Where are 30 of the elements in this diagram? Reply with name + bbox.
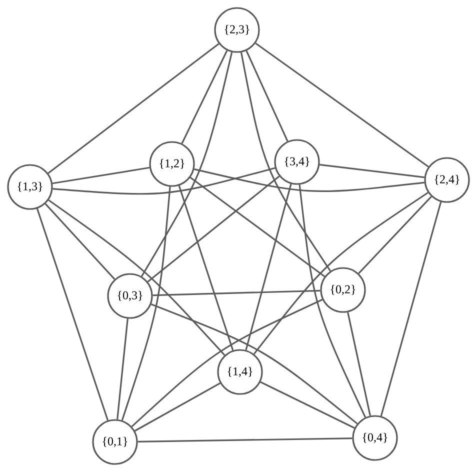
edge-line — [147, 176, 280, 282]
edge-line — [152, 290, 320, 296]
edge-line — [36, 208, 109, 421]
edge-line — [52, 167, 276, 195]
edge-line — [194, 168, 424, 192]
edge-line — [253, 192, 428, 355]
edge-line — [48, 200, 226, 356]
edge-line — [116, 318, 128, 420]
edge-line — [260, 381, 355, 429]
edge-line — [134, 382, 220, 432]
edge-line — [190, 176, 326, 278]
edge-line — [240, 52, 332, 272]
edge-line — [255, 42, 429, 168]
edge-line — [178, 185, 234, 351]
edge-line — [358, 196, 432, 274]
edge-line — [131, 298, 323, 428]
edge-line — [181, 50, 228, 144]
edge-line — [347, 312, 371, 416]
edge-line — [44, 203, 116, 280]
edge-line — [48, 43, 220, 174]
edge-line — [138, 438, 352, 442]
edge-line — [380, 202, 442, 416]
edge-line — [150, 304, 358, 424]
edge-line — [246, 50, 288, 142]
edge-line — [140, 52, 233, 277]
edge-line — [121, 186, 171, 421]
edge-line — [52, 166, 150, 184]
edge-line — [245, 184, 292, 350]
edge-line — [298, 184, 366, 418]
edge-line — [320, 164, 424, 178]
